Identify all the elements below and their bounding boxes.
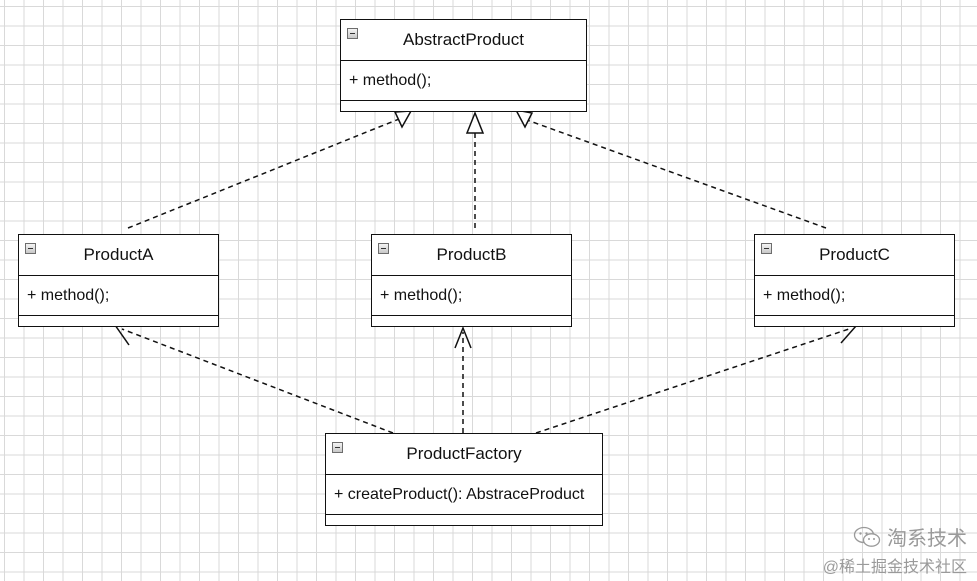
watermark: 淘系技术 @稀土掘金技术社区 [823,522,967,577]
class-attributes-compartment [372,316,571,320]
operation-text: + method(); [763,286,846,304]
operation-text: + method(); [27,286,110,304]
realization-arrowhead-product-b [465,110,485,134]
class-name: ProductFactory [406,444,522,463]
class-operations: + method(); [341,61,586,101]
class-operations: + createProduct(): AbstraceProduct [326,475,602,515]
class-header: AbstractProduct [341,20,586,61]
class-name: ProductB [436,245,507,264]
class-header: ProductB [372,235,571,276]
watermark-line2: @稀土掘金技术社区 [822,559,967,576]
collapse-icon[interactable] [347,28,358,39]
class-product-factory[interactable]: ProductFactory + createProduct(): Abstra… [325,433,603,526]
class-operations: + method(); [755,276,954,316]
class-operations: + method(); [19,276,218,316]
class-name: AbstractProduct [403,30,524,49]
class-header: ProductA [19,235,218,276]
class-abstract-product[interactable]: AbstractProduct + method(); [340,19,587,112]
dependency-line-product-a [121,328,394,434]
watermark-brand: 淘系技术 [887,528,967,550]
class-name: ProductC [819,245,890,264]
operation-text: + method(); [349,71,432,89]
dependency-arrowhead-product-b [454,325,472,349]
class-operations: + method(); [372,276,571,316]
class-attributes-compartment [755,316,954,320]
class-product-b[interactable]: ProductB + method(); [371,234,572,327]
class-product-a[interactable]: ProductA + method(); [18,234,219,327]
class-name: ProductA [83,245,154,264]
collapse-icon[interactable] [378,243,389,254]
class-attributes-compartment [19,316,218,320]
wechat-icon [853,526,881,547]
realization-line-product-a [127,116,405,229]
class-header: ProductC [755,235,954,276]
class-attributes-compartment [326,515,602,519]
operation-text: + createProduct(): AbstraceProduct [334,485,585,503]
collapse-icon[interactable] [761,243,772,254]
realization-arrowhead-product-c [514,108,534,129]
watermark-line1: 淘系技术 [823,522,967,551]
class-header: ProductFactory [326,434,602,475]
class-attributes-compartment [341,101,586,105]
class-product-c[interactable]: ProductC + method(); [754,234,955,327]
collapse-icon[interactable] [332,442,343,453]
realization-line-product-c [526,119,827,229]
operation-text: + method(); [380,286,463,304]
dependency-line-product-c [535,327,853,434]
collapse-icon[interactable] [25,243,36,254]
